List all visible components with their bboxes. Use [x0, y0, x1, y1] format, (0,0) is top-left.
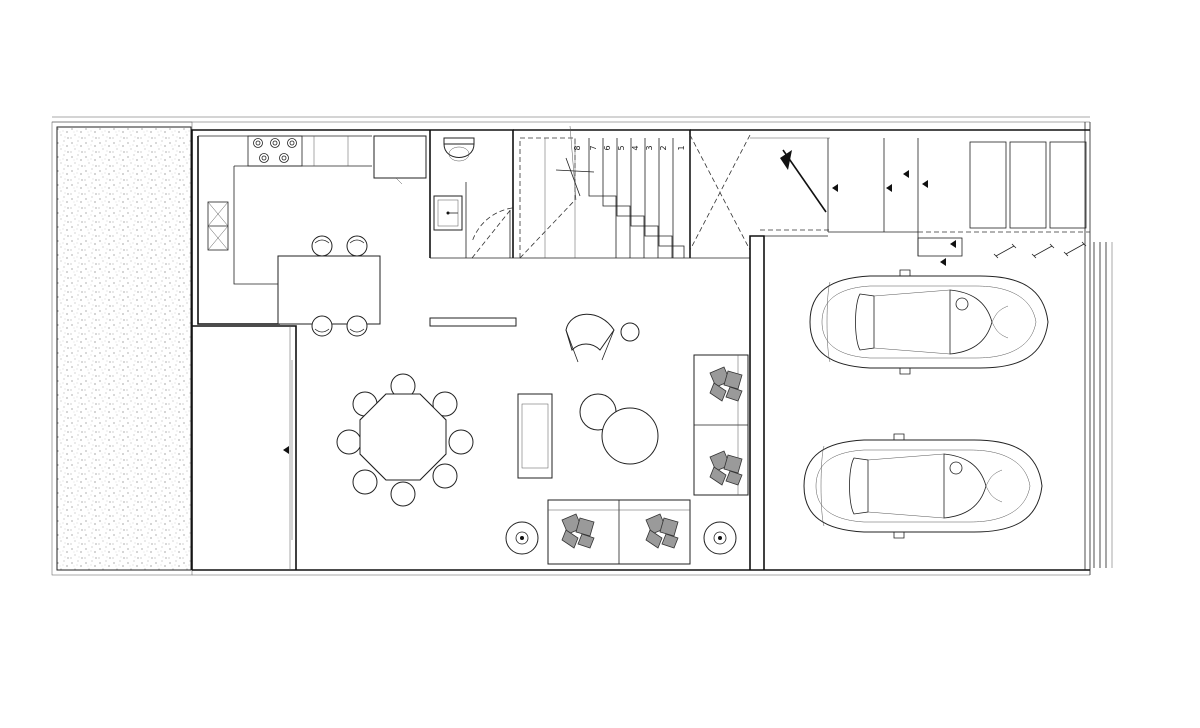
console-table [429, 317, 517, 327]
stair-step-number: 6 [603, 145, 612, 150]
oven-icon [207, 201, 229, 251]
stair-step-number: 5 [617, 145, 626, 150]
bar-stool [311, 315, 333, 337]
car-bottom [803, 433, 1043, 539]
living-dining [336, 313, 749, 565]
bar-stool [346, 315, 368, 337]
dining-table [336, 373, 474, 507]
powder-room [429, 130, 513, 259]
sofa-bottom [547, 499, 691, 565]
ottoman-bench [517, 393, 553, 479]
side-lamp-right [703, 521, 737, 555]
side-lamp-left [505, 521, 539, 555]
garage [749, 235, 1113, 570]
side-table [620, 322, 640, 342]
stair-step-number: 2 [659, 145, 668, 150]
stair-step-number: 7 [589, 145, 598, 150]
stair-step-number: 4 [631, 145, 640, 150]
kitchen-island [277, 255, 381, 325]
bar-stool [346, 235, 368, 257]
cooktop-icon [247, 135, 303, 167]
entry-gate [750, 137, 963, 266]
sofa-right [693, 354, 749, 496]
lounge-chair [565, 313, 640, 363]
bar-stool [311, 235, 333, 257]
car-top [809, 269, 1049, 375]
garden-area [56, 126, 192, 571]
stair-step-number: 8 [573, 145, 582, 150]
toilet-icon [443, 137, 475, 158]
kitchen [197, 135, 427, 337]
left-room [192, 325, 297, 570]
gate-leaf [782, 149, 827, 213]
storage-bays [900, 129, 1090, 259]
stair-step-number: 1 [677, 145, 686, 150]
door-swing [471, 207, 513, 259]
stair-step-number: 3 [645, 145, 654, 150]
coffee-table-large [601, 407, 659, 465]
refrigerator [373, 135, 427, 179]
